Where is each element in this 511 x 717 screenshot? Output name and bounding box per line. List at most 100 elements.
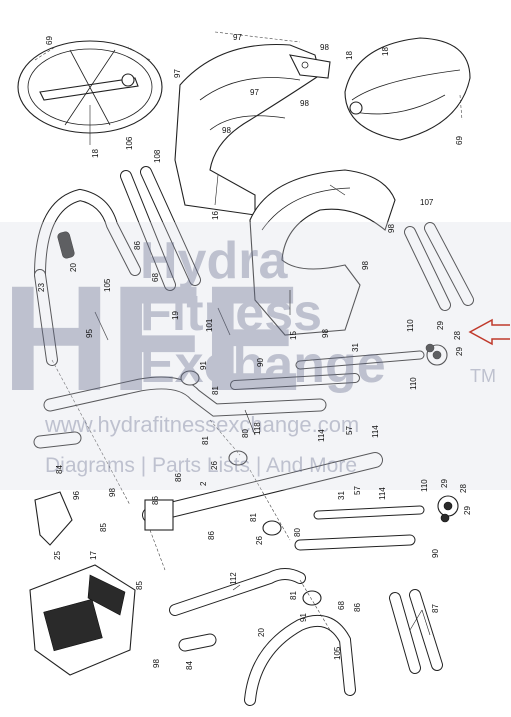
part-label: 68 bbox=[151, 273, 160, 282]
part-label: 16 bbox=[211, 211, 220, 220]
part-label: 84 bbox=[55, 465, 64, 474]
bottom-tubes-87 bbox=[389, 589, 443, 674]
part-label: 29 bbox=[455, 347, 464, 356]
watermark-brand-line-1: Hydra bbox=[140, 232, 288, 290]
handlebar-tube-pair-107 bbox=[404, 222, 474, 311]
watermark-tagline: Diagrams | Parts Lists | And More bbox=[45, 454, 357, 477]
part-label: 101 bbox=[205, 318, 214, 332]
part-label: 91 bbox=[299, 613, 308, 622]
part-label: 29 bbox=[436, 321, 445, 330]
part-label: 112 bbox=[229, 572, 238, 585]
watermark-brand-line-2: Fitness bbox=[140, 284, 322, 342]
part-label: 110 bbox=[406, 319, 415, 332]
part-label: 97 bbox=[173, 69, 182, 78]
part-label: 31 bbox=[337, 491, 346, 500]
part-label: 68 bbox=[337, 601, 346, 610]
part-label: 57 bbox=[353, 486, 362, 495]
watermark-url: www.hydrafitnessexchange.com bbox=[44, 412, 359, 437]
part-label: 84 bbox=[185, 661, 194, 670]
part-label: 91 bbox=[199, 361, 208, 370]
part-label: 28 bbox=[459, 484, 468, 493]
part-label: 28 bbox=[453, 331, 462, 340]
part-label: 18 bbox=[91, 149, 100, 158]
part-label: 20 bbox=[69, 263, 78, 272]
part-label: 114 bbox=[317, 429, 326, 442]
part-label: 18 bbox=[381, 47, 390, 56]
part-label: 105 bbox=[333, 646, 342, 660]
part-label: 2 bbox=[199, 481, 208, 486]
part-label: 57 bbox=[345, 426, 354, 435]
assembly-guide-lines bbox=[51, 359, 331, 631]
part-label: 106 bbox=[125, 136, 134, 150]
part-label: 69 bbox=[45, 36, 54, 45]
lower-arm-112 bbox=[169, 568, 306, 616]
part-label: 69 bbox=[455, 136, 464, 145]
part-label: 81 bbox=[289, 591, 298, 600]
part-label: 107 bbox=[420, 198, 434, 207]
part-label: 86 bbox=[353, 603, 362, 612]
front-shroud bbox=[249, 169, 396, 336]
handlebar-tube-pair-106 bbox=[120, 166, 201, 291]
part-label: 95 bbox=[85, 329, 94, 338]
part-label: 25 bbox=[53, 551, 62, 560]
part-label: 81 bbox=[201, 436, 210, 445]
part-label: 98 bbox=[152, 659, 161, 668]
upper-arm-left bbox=[34, 188, 141, 366]
part-label: 29 bbox=[463, 506, 472, 515]
part-label: 97 bbox=[233, 33, 242, 42]
part-label: 118 bbox=[253, 422, 262, 435]
pedal-rods-lower bbox=[294, 505, 425, 551]
hand-grip-20 bbox=[57, 231, 75, 259]
watermark: HFE Hydra Fitness Exchange TM www.hydraf… bbox=[0, 222, 511, 490]
watermark-trademark: TM bbox=[470, 366, 496, 386]
side-cover-disc-right bbox=[344, 37, 471, 141]
part-label: 29 bbox=[440, 479, 449, 488]
part-label: 90 bbox=[256, 358, 265, 367]
part-label: 110 bbox=[409, 377, 418, 390]
grips-84 bbox=[33, 431, 217, 652]
part-label: 86 bbox=[174, 473, 183, 482]
hardware-bits bbox=[94, 307, 450, 606]
part-label: 105 bbox=[103, 278, 112, 292]
main-frame-2 bbox=[142, 452, 383, 531]
part-label: 23 bbox=[37, 283, 46, 292]
part-label: 26 bbox=[210, 461, 219, 470]
pointer-arrow bbox=[468, 318, 510, 346]
pedal-rods-upper bbox=[230, 350, 425, 390]
crossbar-118 bbox=[43, 376, 327, 417]
part-labels: 69 97 98 18 97 97 98 98 18 18 69 106 108… bbox=[37, 33, 472, 670]
part-label: 96 bbox=[72, 491, 81, 500]
part-label: 98 bbox=[320, 43, 329, 52]
rear-shroud bbox=[174, 31, 331, 216]
pedal-hub-lower bbox=[443, 501, 453, 511]
side-cover-disc-left bbox=[17, 40, 163, 134]
part-label: 90 bbox=[431, 549, 440, 558]
part-label: 19 bbox=[171, 311, 180, 320]
part-label: 98 bbox=[222, 126, 231, 135]
part-label: 98 bbox=[321, 329, 330, 338]
part-label: 98 bbox=[361, 261, 370, 270]
part-label: 114 bbox=[378, 487, 387, 500]
part-label: 114 bbox=[371, 425, 380, 438]
part-label: 98 bbox=[387, 224, 396, 233]
part-label: 86 bbox=[207, 531, 216, 540]
part-label: 98 bbox=[108, 488, 117, 497]
part-label: 17 bbox=[89, 551, 98, 560]
part-label: 81 bbox=[211, 386, 220, 395]
part-label: 110 bbox=[420, 479, 429, 492]
watermark-brand-line-3: Exchange bbox=[140, 336, 386, 394]
part-label: 85 bbox=[99, 523, 108, 532]
watermark-logo: HFE bbox=[2, 254, 302, 422]
part-label: 85 bbox=[135, 581, 144, 590]
part-label: 108 bbox=[153, 149, 162, 163]
part-label: 15 bbox=[289, 331, 298, 340]
part-label: 97 bbox=[250, 88, 259, 97]
part-label: 98 bbox=[300, 99, 309, 108]
part-label: 86 bbox=[133, 241, 142, 250]
part-label: 20 bbox=[257, 628, 266, 637]
part-label: 31 bbox=[351, 343, 360, 352]
part-label: 80 bbox=[293, 528, 302, 537]
leader-lines bbox=[89, 105, 431, 636]
